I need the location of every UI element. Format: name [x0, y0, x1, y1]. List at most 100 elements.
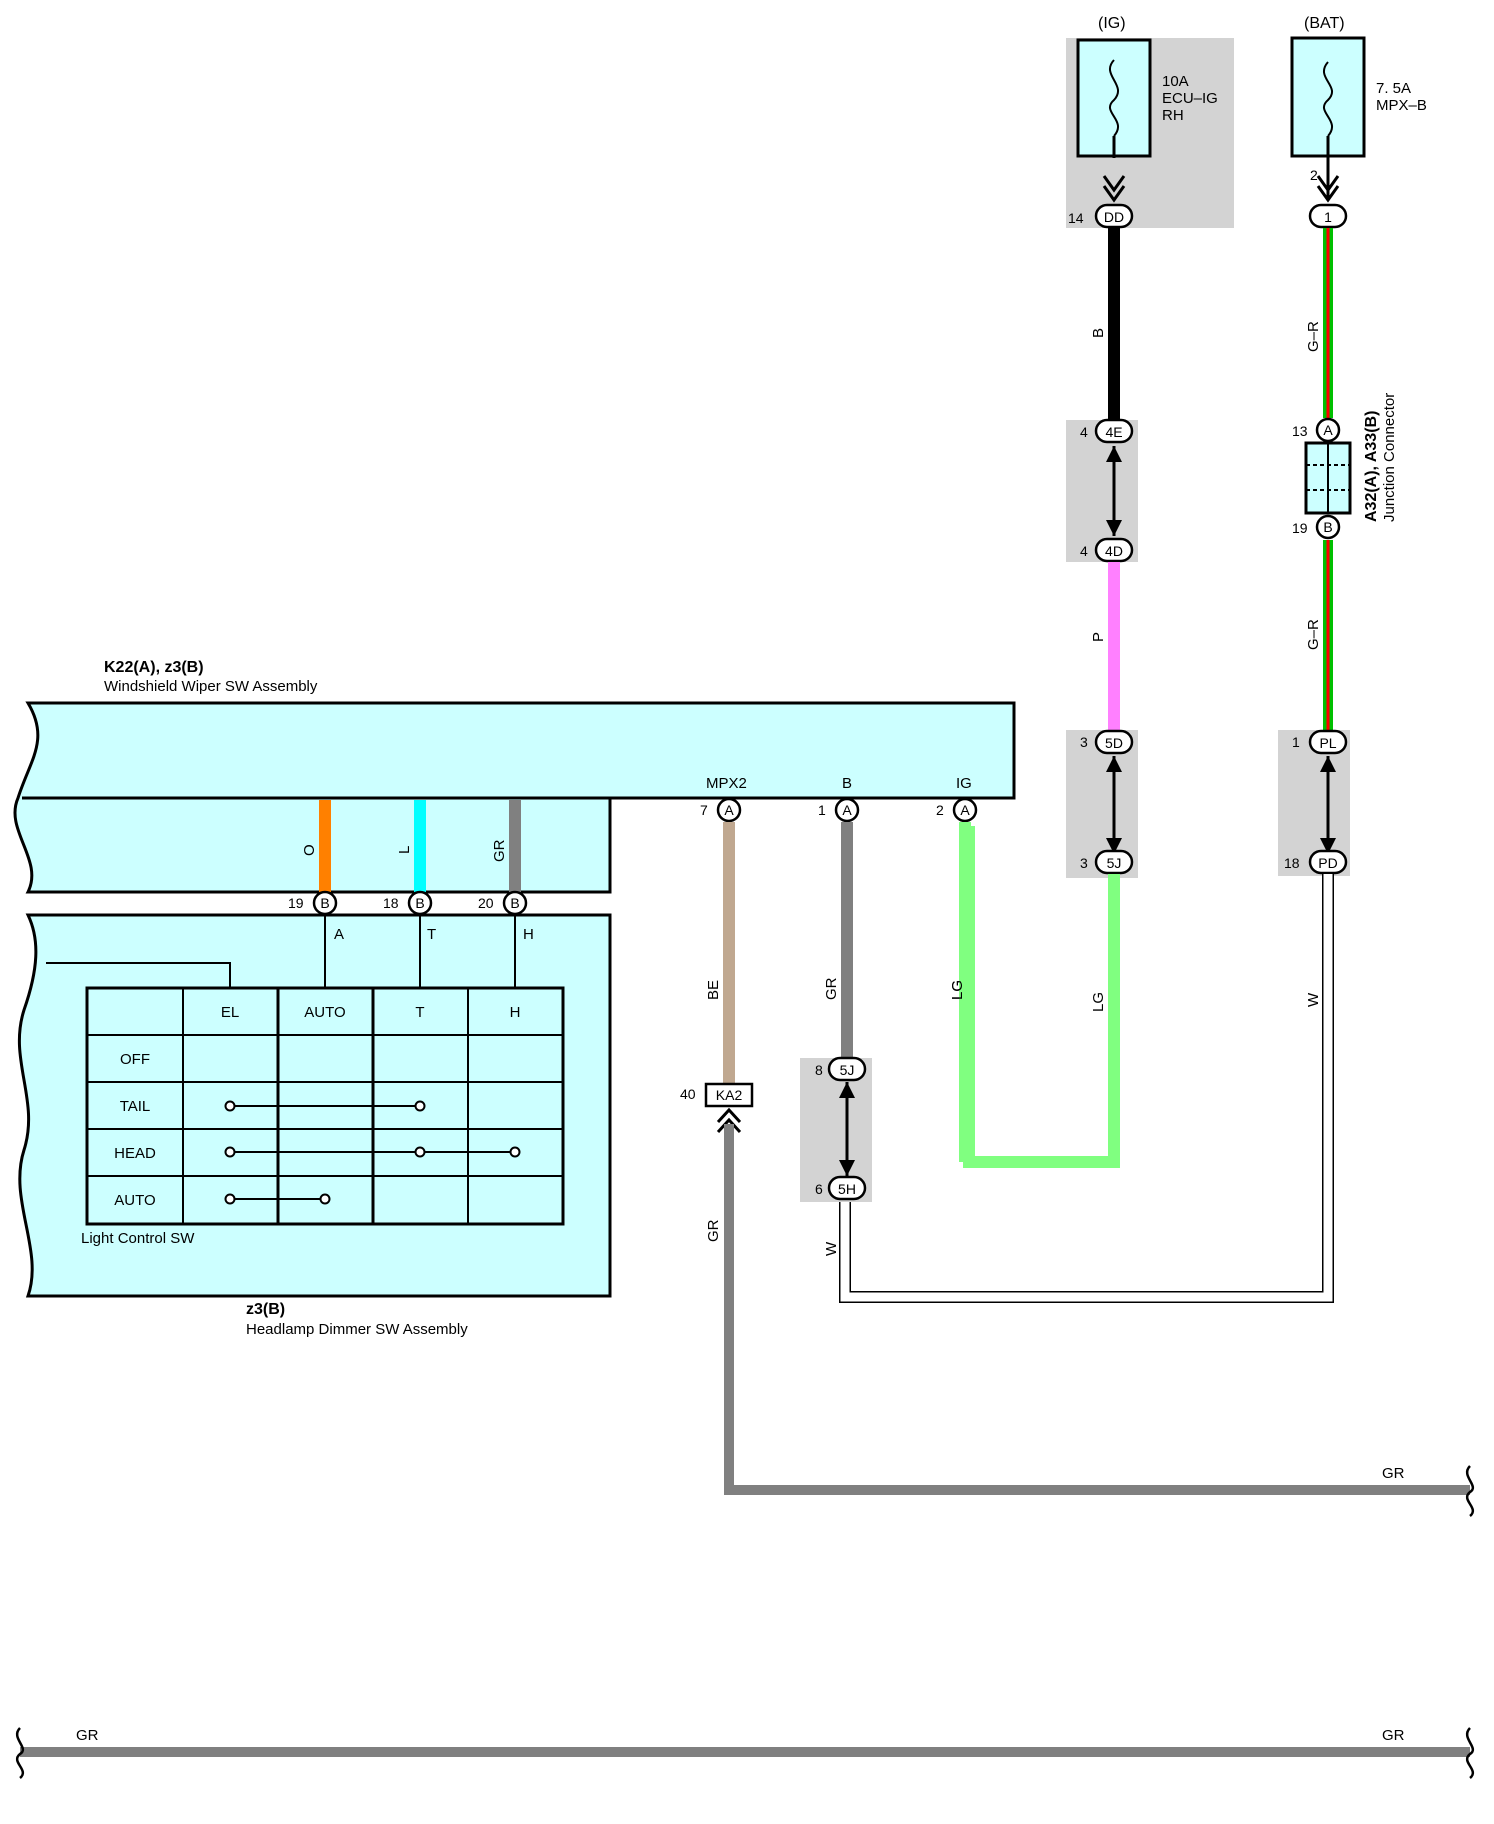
wire-label-o: O — [301, 844, 318, 856]
wire-label-p: P — [1090, 632, 1107, 642]
connector-label: A — [842, 802, 852, 818]
gray-box-4e-4d — [1066, 420, 1138, 562]
connector-label: A — [960, 802, 970, 818]
arrow-up — [1106, 756, 1122, 772]
ig-fuse-name: ECU–IG — [1162, 90, 1218, 107]
fuse-icon — [1322, 61, 1334, 137]
connector-5h — [827, 1175, 867, 1201]
terminal-label-h: H — [523, 926, 534, 943]
wire-label-g-r: G–R — [1305, 619, 1322, 650]
connector-a — [1315, 417, 1341, 443]
pin-number: 13 — [1292, 423, 1308, 439]
pin-number: 14 — [1068, 210, 1084, 226]
ka2-arrow — [716, 1107, 742, 1134]
pin-number: 4 — [1080, 543, 1088, 559]
pin-number: 4 — [1080, 424, 1088, 440]
continuity-auto — [224, 1193, 331, 1205]
pin-number: 18 — [1284, 855, 1300, 871]
pin-number: 40 — [680, 1086, 696, 1102]
pin-number: 1 — [1292, 734, 1300, 750]
wire-label-be: BE — [705, 980, 722, 1000]
connector-label: PL — [1319, 735, 1336, 751]
connector-pd — [1308, 849, 1348, 875]
table-row-label: OFF — [120, 1051, 150, 1068]
wiper-name: Windshield Wiper SW Assembly — [104, 678, 318, 695]
table-header: AUTO — [304, 1004, 345, 1021]
wire-label-l: L — [396, 846, 413, 854]
table-row-label: AUTO — [114, 1192, 155, 1209]
wire-label-gr: GR — [76, 1727, 99, 1744]
ig-fuse-name-2: RH — [1162, 107, 1184, 124]
table-header: EL — [221, 1004, 239, 1021]
pin-number: 3 — [1080, 855, 1088, 871]
connector-ig-term — [952, 797, 978, 823]
ig-arrow — [1102, 175, 1126, 203]
connector-label: B — [320, 895, 329, 911]
bat-fuse-name: MPX–B — [1376, 97, 1427, 114]
wire-label-w: W — [1305, 992, 1322, 1007]
wire-label-gr: GR — [1382, 1465, 1405, 1482]
connector-4d — [1094, 537, 1134, 563]
fuse-icon — [1108, 59, 1120, 137]
pin-number: 19 — [288, 895, 304, 911]
connector-label: B — [510, 895, 519, 911]
pin-number: 1 — [818, 802, 826, 818]
terminal-label-mpx2: MPX2 — [706, 775, 747, 792]
bat-source-label: (BAT) — [1304, 15, 1345, 32]
arrow-up — [1320, 756, 1336, 772]
connector-b-term — [834, 797, 860, 823]
pin-number: 7 — [700, 802, 708, 818]
table-row-label: HEAD — [114, 1145, 156, 1162]
connector-5j — [1094, 849, 1134, 875]
wire-label-gr: GR — [491, 839, 508, 862]
connector-label: 5J — [840, 1062, 855, 1078]
connector-label: B — [1323, 519, 1332, 535]
connector-b — [1315, 514, 1341, 540]
connector-5d — [1094, 729, 1134, 755]
pin-number: 6 — [815, 1181, 823, 1197]
arrow-down — [1106, 520, 1122, 536]
switch-table — [85, 986, 565, 1226]
light-control-label: Light Control SW — [81, 1230, 195, 1247]
wire-label-lg: LG — [1090, 992, 1107, 1012]
connector-label: 4E — [1105, 424, 1122, 440]
connector-label: A — [724, 802, 734, 818]
connector-label: 5D — [1105, 735, 1123, 751]
continuity-tail — [224, 1100, 426, 1112]
arrow-down — [839, 1160, 855, 1176]
wire-label-gr: GR — [823, 977, 840, 1000]
connector-label: PD — [1318, 855, 1337, 871]
connector-1 — [1308, 203, 1348, 229]
pin-number: 2 — [1310, 167, 1318, 183]
terminal-label-ig: IG — [956, 775, 972, 792]
arrow-down — [1106, 838, 1122, 854]
arrow-up — [1106, 446, 1122, 462]
wire-label-gr: GR — [705, 1219, 722, 1242]
wire-w — [839, 874, 1334, 1303]
connector-label: 5H — [838, 1181, 856, 1197]
pin-number: 18 — [383, 895, 399, 911]
terminal-label-b: B — [842, 775, 852, 792]
dimmer-name: Headlamp Dimmer SW Assembly — [246, 1321, 468, 1338]
pin-number: 20 — [478, 895, 494, 911]
connector-4e — [1094, 418, 1134, 444]
bat-arrow — [1316, 175, 1340, 203]
table-header: T — [415, 1004, 424, 1021]
junction-title: A32(A), A33(B) — [1363, 411, 1380, 522]
connector-label: 5J — [1107, 855, 1122, 871]
wiper-title: K22(A), z3(B) — [104, 659, 204, 676]
wire-break-icon — [1465, 1465, 1475, 1517]
terminal-label-t: T — [427, 926, 436, 943]
junction-name: Junction Connector — [1381, 393, 1398, 522]
connector-label: DD — [1104, 209, 1124, 225]
wire-break-icon — [1465, 1727, 1475, 1779]
arrow-up — [839, 1082, 855, 1098]
pin-number: 19 — [1292, 520, 1308, 536]
pin-number: 8 — [815, 1062, 823, 1078]
terminal-label-a: A — [334, 926, 344, 943]
wire-label-lg: LG — [949, 980, 966, 1000]
wire-gr-ka2 — [724, 1124, 1470, 1495]
continuity-head — [224, 1146, 521, 1158]
connector-label: KA2 — [716, 1087, 743, 1103]
